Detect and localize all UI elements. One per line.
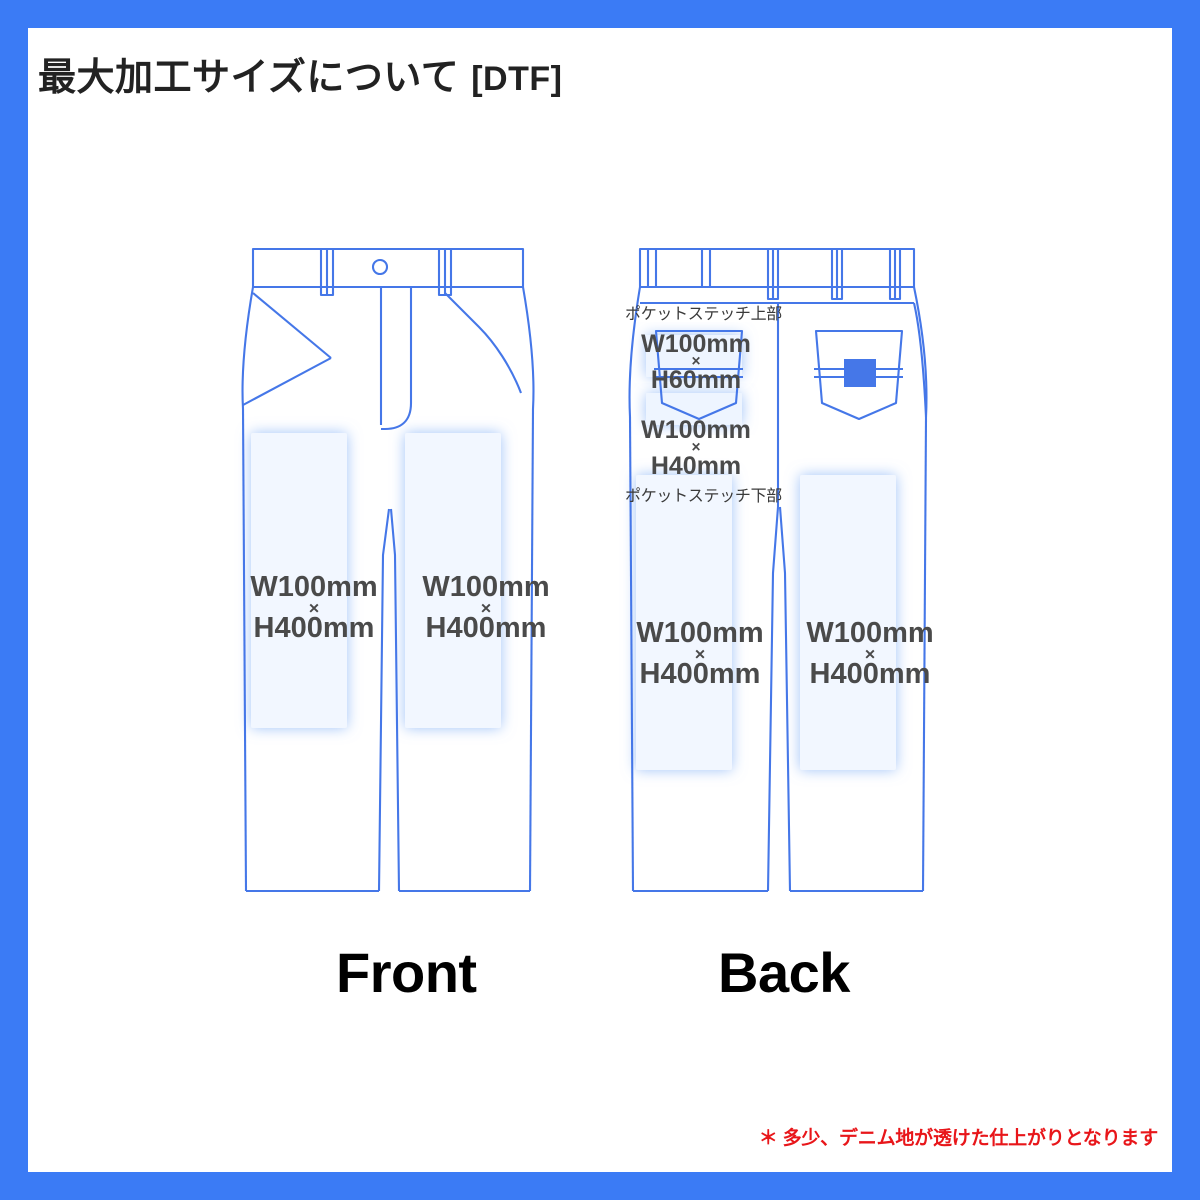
back-right-pocket <box>814 329 904 421</box>
back-left-inseam <box>766 506 780 892</box>
back-left-pocket-lower-print-area <box>646 393 742 425</box>
back-print-areas <box>636 335 896 770</box>
back-right-outseam <box>921 416 928 892</box>
front-pants-illustration <box>233 243 563 933</box>
pocket-stitch-upper-caption: ポケットステッチ上部 <box>625 306 783 323</box>
back-right-yoke-edge <box>912 302 928 418</box>
front-pocket-right-opening <box>444 292 522 394</box>
back-belt-loop-2 <box>700 249 712 287</box>
pocket-stitch-lower-caption: ポケットステッチ下部 <box>625 488 783 505</box>
back-left-pocket <box>654 329 744 421</box>
front-waistband <box>251 247 525 289</box>
figure-area: W100mm × H400mm W100mm × H400mm W100mm ×… <box>28 28 1172 1172</box>
front-right-inseam <box>389 508 401 892</box>
back-right-inseam <box>778 506 792 892</box>
front-fly-curve <box>381 287 413 431</box>
front-view-caption: Front <box>336 941 477 1004</box>
front-waist-button <box>371 258 389 276</box>
back-left-pocket-upper-print-area <box>646 335 742 377</box>
front-right-hip <box>521 286 535 410</box>
front-left-hip <box>241 286 255 410</box>
back-right-pocket-print-mark <box>844 359 876 387</box>
sheet: 最大加工サイズについて [DTF] <box>28 28 1172 1172</box>
back-left-print-area <box>636 475 732 770</box>
back-left-hip <box>628 286 642 418</box>
back-belt-loop-1 <box>646 249 658 287</box>
page-title-tag: [DTF] <box>471 60 563 98</box>
back-right-print-area <box>800 475 896 770</box>
front-left-print-area <box>251 433 347 728</box>
back-view-caption: Back <box>718 941 850 1004</box>
front-right-outseam <box>528 408 535 892</box>
front-print-areas <box>251 433 501 728</box>
back-right-hip <box>912 286 928 418</box>
back-pants-illustration <box>618 243 958 933</box>
page-title-main: 最大加工サイズについて <box>38 57 460 99</box>
page-title: 最大加工サイズについて [DTF] <box>38 46 562 101</box>
front-right-print-area <box>405 433 501 728</box>
footnote-note: ＊ 多少、デニム地が透けた仕上がりとなります <box>758 1128 1159 1149</box>
front-pocket-left-edge <box>242 357 332 406</box>
front-left-outseam <box>241 408 248 892</box>
front-left-inseam <box>377 508 391 892</box>
back-left-outseam <box>628 416 635 892</box>
front-pocket-left-opening <box>252 292 332 359</box>
